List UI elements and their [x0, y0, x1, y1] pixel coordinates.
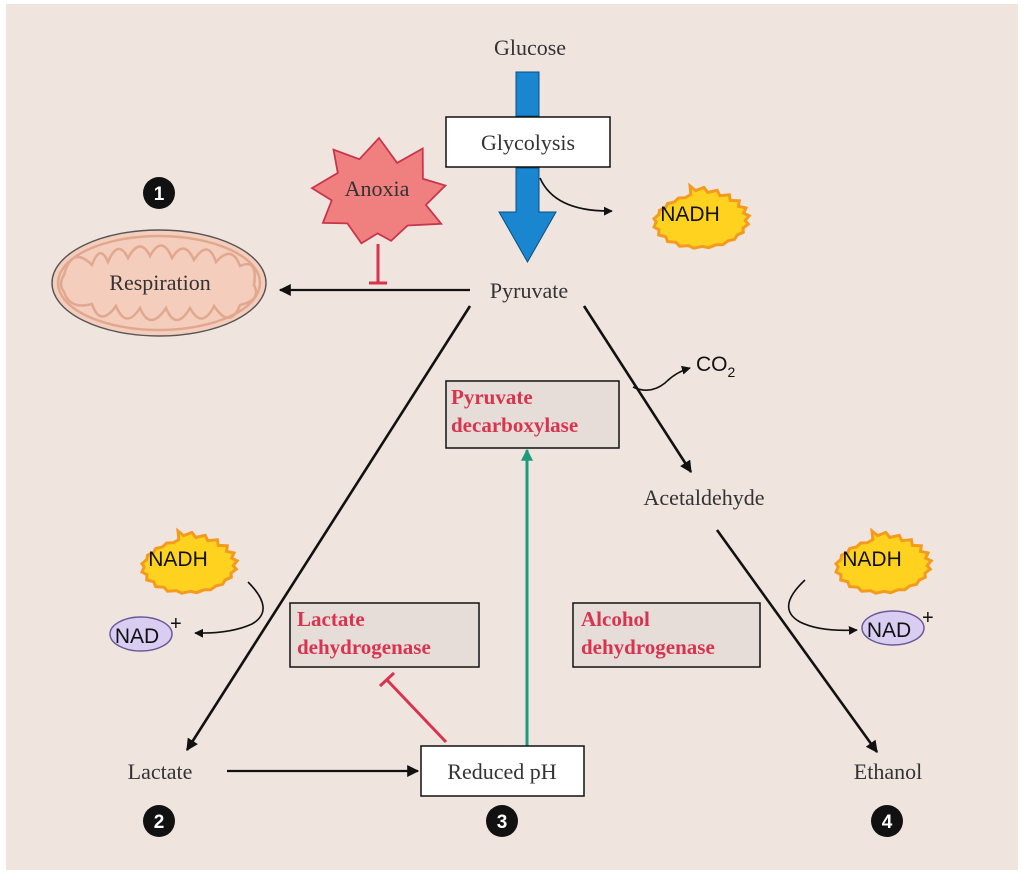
nadh-top-label: NADH — [660, 203, 720, 226]
respiration-label: Respiration — [109, 270, 210, 295]
lactate-dh-line1: Lactate — [297, 607, 365, 631]
co2-release-arrow — [632, 365, 691, 391]
pyruvate-to-lactate-arrow — [185, 305, 472, 752]
lactate-label: Lactate — [128, 759, 193, 784]
ph-inhibits-lactate-dh — [378, 671, 448, 744]
svg-text:2: 2 — [154, 812, 165, 833]
reduced-ph-box: Reduced pH — [420, 745, 585, 797]
nad-right-sup: + — [922, 607, 934, 629]
lactate-dh-line2: dehydrogenase — [297, 635, 431, 659]
pyruvate-label: Pyruvate — [490, 278, 568, 303]
alcohol-dehydrogenase-box: Alcohol dehydrogenase — [572, 602, 761, 668]
badge-1: 1 — [143, 177, 175, 209]
glycolysis-box: Glycolysis — [445, 116, 611, 168]
glycolysis-nadh-arrow — [539, 177, 613, 216]
svg-text:4: 4 — [882, 812, 893, 833]
nad-left-label: NAD — [115, 625, 159, 648]
acetaldehyde-to-ethanol-arrow — [715, 529, 879, 753]
nad-right-oval: NAD + — [861, 607, 934, 646]
nadh-to-nad-left-arrow — [194, 581, 264, 638]
mitochondrion-icon: Respiration — [51, 229, 267, 337]
glycolysis-arrow — [498, 71, 557, 264]
pyruvate-decarboxylase-box: Pyruvate decarboxylase — [445, 380, 620, 449]
nadh-left-label: NADH — [148, 548, 208, 571]
svg-text:1: 1 — [154, 184, 165, 205]
nad-right-label: NAD — [867, 619, 911, 642]
reduced-ph-label: Reduced pH — [447, 759, 556, 784]
nad-left-oval: NAD + — [109, 613, 182, 652]
co2-label: CO2 — [696, 353, 736, 380]
nadh-burst-left: NADH — [140, 527, 240, 595]
alcohol-dh-line1: Alcohol — [581, 607, 650, 631]
nad-left-sup: + — [170, 613, 182, 635]
nadh-to-nad-right-arrow — [787, 579, 858, 635]
nadh-burst-top: NADH — [652, 182, 752, 250]
anoxia-label: Anoxia — [345, 176, 410, 201]
alcohol-dh-line2: dehydrogenase — [581, 635, 715, 659]
glycolysis-label: Glycolysis — [481, 130, 575, 155]
svg-text:3: 3 — [497, 812, 508, 833]
glucose-label: Glucose — [494, 35, 566, 60]
nadh-right-label: NADH — [842, 548, 902, 571]
pyruvate-decarboxylase-line1: Pyruvate — [451, 385, 533, 409]
pyruvate-decarboxylase-line2: decarboxylase — [451, 413, 578, 437]
nadh-burst-right: NADH — [834, 527, 934, 595]
badge-4: 4 — [871, 805, 903, 837]
ethanol-label: Ethanol — [854, 759, 922, 784]
badge-2: 2 — [143, 805, 175, 837]
acetaldehyde-label: Acetaldehyde — [644, 485, 765, 510]
anoxia-star: Anoxia — [310, 136, 448, 245]
badge-3: 3 — [486, 805, 518, 837]
lactate-dehydrogenase-box: Lactate dehydrogenase — [289, 602, 480, 668]
anoxia-inhibition — [369, 244, 387, 285]
